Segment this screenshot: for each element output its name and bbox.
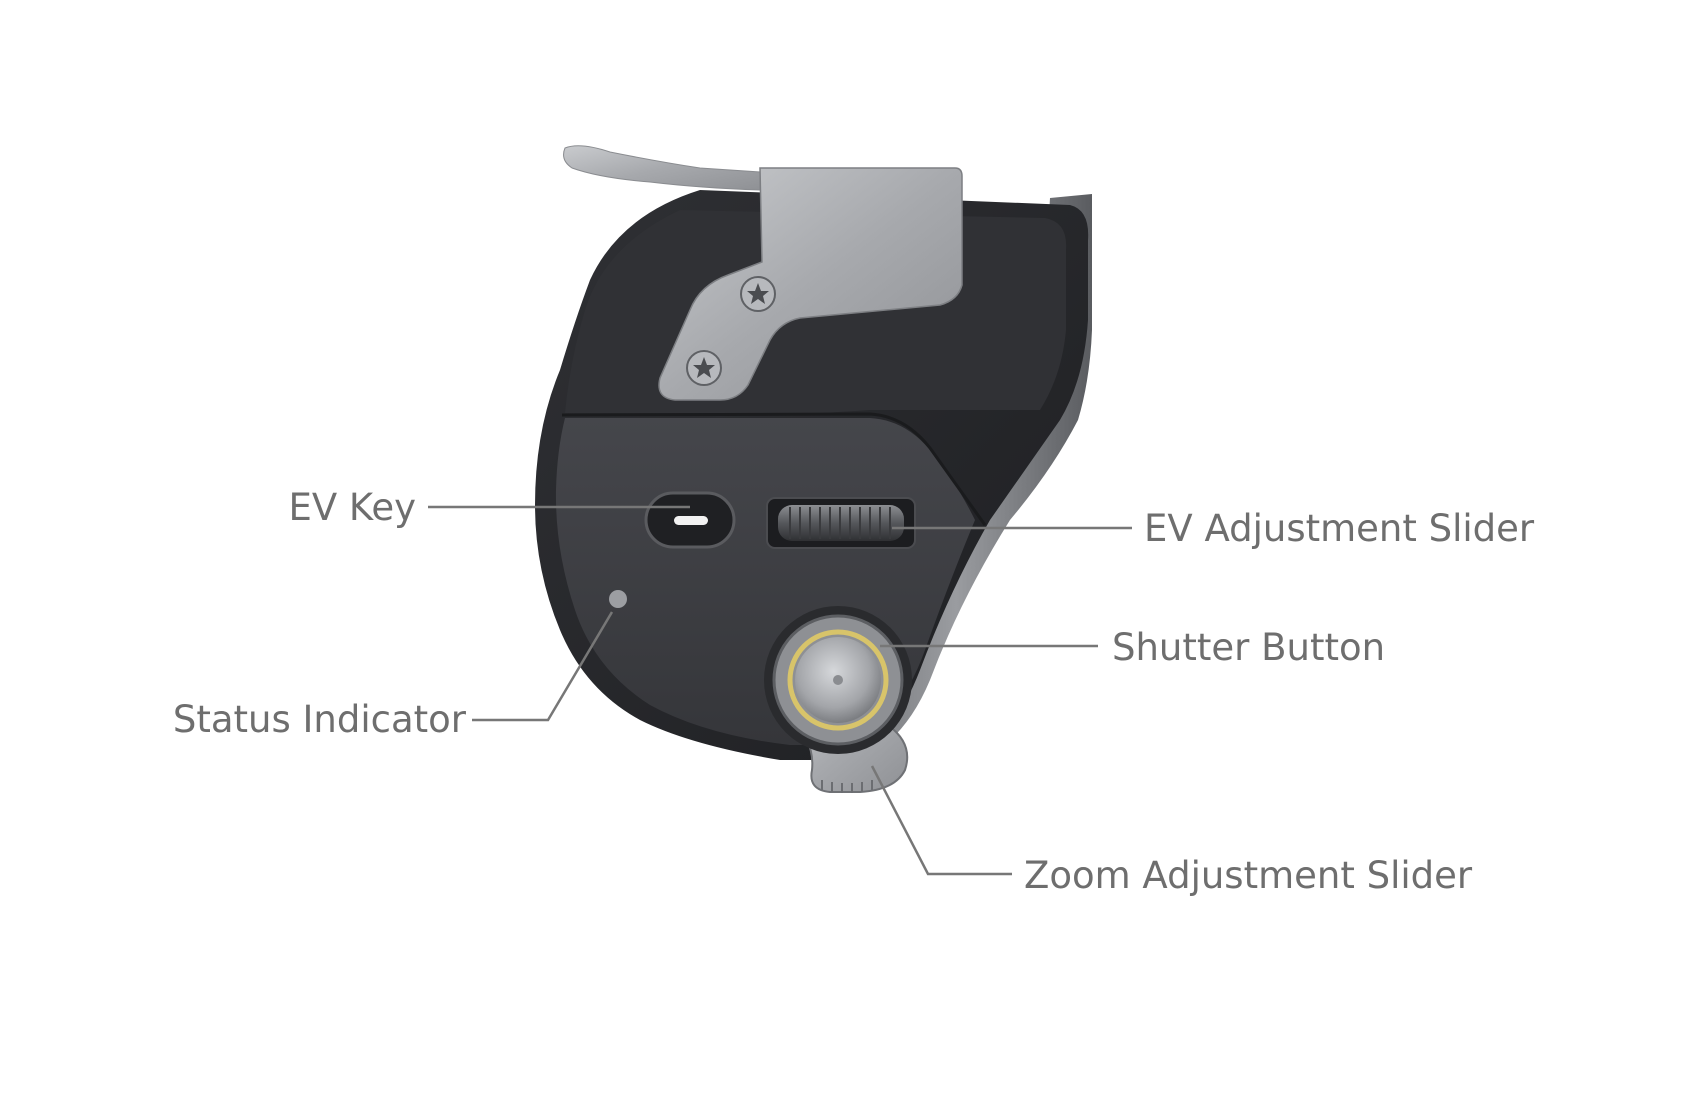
label-zoom-adjustment-slider: Zoom Adjustment Slider [1024,854,1473,897]
shutter-button[interactable] [764,606,912,754]
label-status-indicator: Status Indicator [173,698,467,741]
label-shutter-button: Shutter Button [1112,626,1385,669]
callout-labels: EV Key Status Indicator EV Adjustment Sl… [173,486,1535,897]
leader-lines [428,505,1132,876]
clip-plate [658,167,963,401]
leader-zoom-adjustment-slider [870,765,1012,876]
clip-tab [563,145,761,191]
status-indicator-led [609,590,627,608]
screw-icon [686,350,722,386]
leader-status-indicator [472,611,614,722]
label-ev-adjustment-slider: EV Adjustment Slider [1144,507,1535,550]
label-ev-key: EV Key [288,486,416,529]
mount-clip [563,145,963,401]
ev-key[interactable] [644,491,736,549]
screw-icon [740,276,776,312]
ev-adjustment-wheel[interactable] [766,497,916,549]
panel-seam [561,412,987,526]
